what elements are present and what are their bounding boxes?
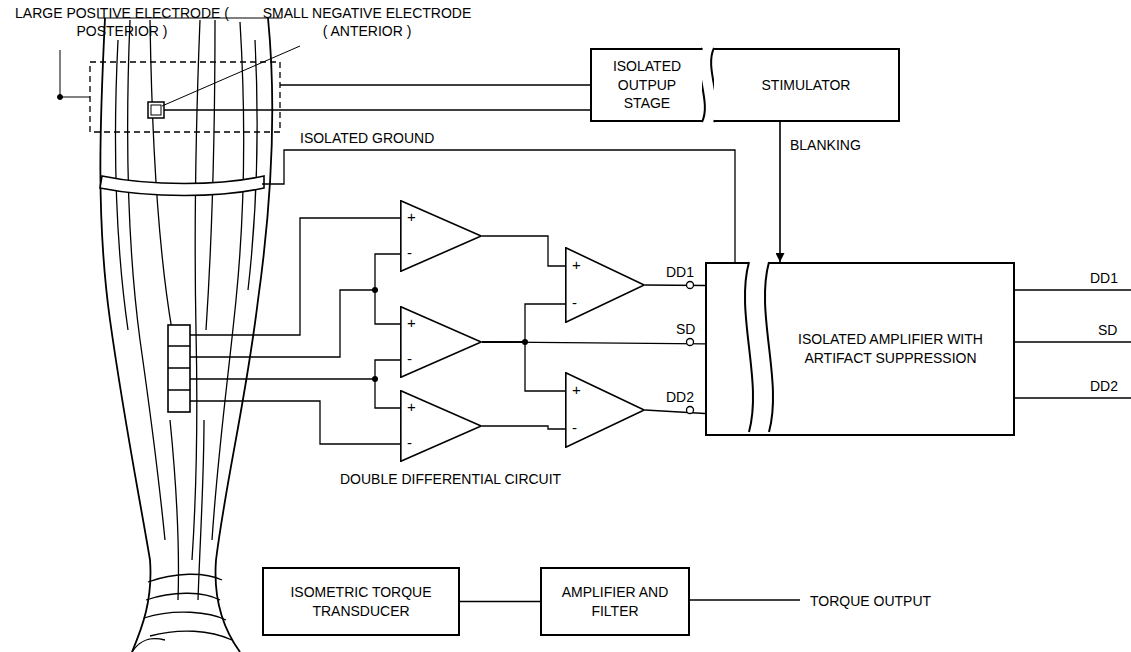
torque-transducer-box: ISOMETRIC TORQUE TRANSDUCER — [262, 567, 460, 636]
op-amp: +- — [400, 390, 482, 462]
amplifier-filter-box: AMPLIFIER AND FILTER — [540, 567, 690, 636]
electrode-label: LARGE POSITIVE ELECTRODE ( POSTERIOR ) — [4, 4, 240, 40]
wire — [482, 342, 565, 391]
break-symbol — [705, 262, 785, 432]
signal-name: DD2 — [666, 388, 694, 406]
signal-name: SD — [676, 320, 695, 338]
input-sign: + — [407, 208, 416, 226]
wire — [645, 284, 705, 286]
op-amp: +- — [565, 372, 645, 448]
box-label: ISOLATED OUTPUP STAGE — [598, 57, 696, 114]
output-stage-box: ISOLATED OUTPUP STAGE — [590, 48, 702, 122]
isolated-amplifier-box: ISOLATED AMPLIFIER WITH ARTIFACT SUPPRES… — [705, 262, 1015, 436]
stimulating-electrodes — [58, 46, 591, 132]
wire — [482, 342, 705, 344]
circuit-label: DOUBLE DIFFERENTIAL CIRCUIT — [340, 470, 561, 488]
input-sign: + — [407, 314, 416, 332]
stimulator-box: STIMULATOR — [714, 48, 900, 122]
edge-label: BLANKING — [790, 136, 861, 154]
input-sign: + — [407, 398, 416, 416]
input-sign: - — [572, 294, 577, 312]
input-sign: - — [572, 419, 577, 437]
wire — [482, 426, 565, 429]
ground-strap — [100, 176, 264, 196]
box-label: STIMULATOR — [762, 76, 851, 95]
op-amp: +- — [565, 247, 645, 323]
wire — [460, 601, 540, 602]
signal-name: DD2 — [1090, 377, 1118, 395]
op-amp: +- — [400, 306, 482, 378]
input-wires — [190, 150, 1131, 600]
ground-label: ISOLATED GROUND — [300, 129, 434, 147]
input-sign: + — [572, 381, 581, 399]
wire — [645, 410, 705, 414]
input-sign: - — [407, 350, 412, 368]
wire — [482, 304, 565, 342]
box-label: ISOMETRIC TORQUE TRANSDUCER — [270, 583, 452, 621]
recording-electrode-array — [168, 325, 190, 412]
input-sign: - — [407, 244, 412, 262]
op-amp: +- — [400, 200, 482, 272]
input-sign: + — [572, 256, 581, 274]
box-label: AMPLIFIER AND FILTER — [548, 583, 682, 621]
arrow — [779, 122, 781, 262]
signal-name: DD1 — [666, 263, 694, 281]
input-sign: - — [407, 434, 412, 452]
box-label: ISOLATED AMPLIFIER WITH ARTIFACT SUPPRES… — [782, 330, 999, 368]
output-label: TORQUE OUTPUT — [810, 592, 931, 610]
signal-name: SD — [1098, 321, 1117, 339]
signal-name: DD1 — [1090, 269, 1118, 287]
junction-dot — [372, 287, 528, 382]
wire — [482, 236, 565, 266]
electrode-label: SMALL NEGATIVE ELECTRODE ( ANTERIOR ) — [262, 4, 472, 40]
